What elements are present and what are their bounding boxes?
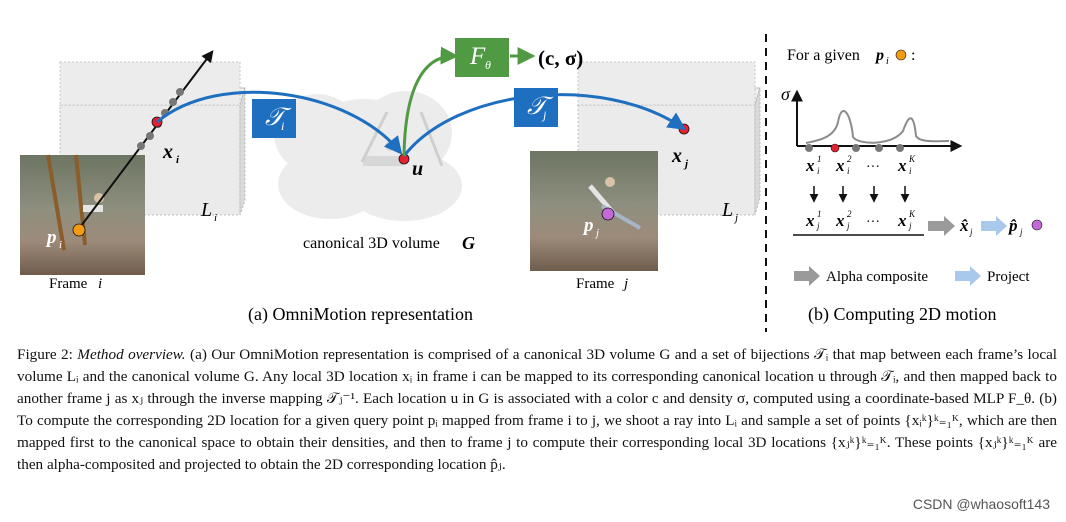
heading-point: p <box>874 47 884 64</box>
canonical-volume <box>274 91 462 221</box>
caption-title: Method overview. <box>77 346 186 363</box>
sample-j-2: x <box>835 211 845 230</box>
right-panel-heading: For a given p i : <box>787 47 915 67</box>
sample-j-1: x <box>805 211 815 230</box>
p-j-point <box>601 207 615 221</box>
sample-j-1-superscript: 1 <box>817 209 822 219</box>
sample-j-1-subscript: j <box>816 221 820 231</box>
sample-i-2-subscript: i <box>847 166 850 176</box>
mlp-box: F θ <box>455 38 509 77</box>
x-j-subscript: j <box>683 158 689 170</box>
transform-i-arrow <box>156 90 403 155</box>
subcaption-b: (b) Computing 2D motion <box>808 304 997 325</box>
local-volume-j-label: L <box>721 199 733 221</box>
sample-j-k-superscript: K <box>908 209 916 219</box>
csdn-watermark: CSDN @whaosoft143 <box>910 496 1052 512</box>
x-i-label: x <box>162 141 173 163</box>
p-i-label: p <box>45 227 57 248</box>
x-j-label: x <box>671 145 682 167</box>
density-plot: σ <box>781 84 963 153</box>
mlp-symbol: F <box>469 43 486 70</box>
mlp-output-label: (c, σ) <box>538 46 583 70</box>
heading-point-subscript: i <box>886 56 889 67</box>
right-panel-legend: Alpha composite Project <box>794 266 1030 286</box>
caption-body: (a) Our OmniMotion representation is com… <box>17 346 1058 473</box>
projected-purple-point <box>1031 219 1043 231</box>
subcaption-a: (a) OmniMotion representation <box>248 304 473 325</box>
sample-i-1: x <box>805 156 815 175</box>
frame-j-label: Frame <box>576 276 615 292</box>
canonical-volume-label: canonical 3D volume <box>303 235 440 252</box>
transform-i-subscript: i <box>281 119 284 133</box>
caption-paragraph: Figure 2: Method overview. (a) Our OmniM… <box>17 344 1057 476</box>
local-volume-i-subscript: i <box>214 212 217 224</box>
mlp-subscript: θ <box>485 58 491 72</box>
sample-i-1-subscript: i <box>817 166 820 176</box>
sample-i-k-superscript: K <box>908 154 916 164</box>
heading-orange-point <box>895 49 907 61</box>
sample-j-2-subscript: j <box>846 221 850 231</box>
mlp-query-arrow <box>402 46 459 157</box>
frame-i-index: i <box>98 276 102 292</box>
frame-i-label: Frame <box>49 276 88 292</box>
transform-j-box: 𝒯 j <box>514 88 558 127</box>
sample-i-k-subscript: i <box>909 166 912 176</box>
frame-i-image <box>20 154 145 275</box>
transform-i-box: 𝒯 i <box>252 99 296 138</box>
local-volume-j-subscript: j <box>733 212 738 224</box>
sample-j-ellipsis: ··· <box>866 215 880 230</box>
p-j-label: p <box>582 215 594 236</box>
sample-i-1-superscript: 1 <box>817 154 822 164</box>
figure-number: Figure 2: <box>17 346 73 363</box>
sample-down-arrows <box>809 186 910 203</box>
canonical-volume-symbol: G <box>462 233 475 253</box>
projected-result-subscript: j <box>1019 227 1023 237</box>
x-i-subscript: i <box>176 154 180 166</box>
local-volume-i-label: L <box>200 199 212 221</box>
p-i-subscript: i <box>59 239 62 251</box>
u-label: u <box>412 158 423 180</box>
legend-project: Project <box>987 269 1030 285</box>
sigma-axis-label: σ <box>781 84 791 104</box>
target-samples: x 1 j x 2 j ··· x K j <box>793 209 924 236</box>
figure-caption: Figure 2: Method overview. (a) Our OmniM… <box>17 344 1057 476</box>
legend-alpha-composite: Alpha composite <box>826 269 928 285</box>
frame-j-index: j <box>622 276 628 292</box>
projected-result: p̂ <box>1007 216 1018 235</box>
sample-j-k-subscript: j <box>908 221 912 231</box>
heading-text: For a given <box>787 47 860 64</box>
p-i-point <box>72 223 86 237</box>
frame-j-image <box>530 151 658 271</box>
sample-i-k: x <box>897 156 907 175</box>
sample-i-ellipsis: ··· <box>866 160 880 175</box>
heading-colon: : <box>911 47 915 64</box>
source-samples: x 1 i x 2 i ··· x K i <box>805 154 916 176</box>
sample-j-k: x <box>897 211 907 230</box>
sample-i-2-superscript: 2 <box>847 154 852 164</box>
composite-result: x̂ <box>959 216 969 235</box>
method-overview-figure: 𝒯 i 𝒯 j F θ (c, σ) x i x j u p i p j L i… <box>20 34 1043 332</box>
sample-i-2: x <box>835 156 845 175</box>
composite-result-subscript: j <box>969 227 973 237</box>
p-j-subscript: j <box>594 227 599 239</box>
sample-j-2-superscript: 2 <box>847 209 852 219</box>
composite-and-project-arrows: x̂ j p̂ j <box>928 216 1043 237</box>
transform-j-subscript: j <box>541 108 547 122</box>
